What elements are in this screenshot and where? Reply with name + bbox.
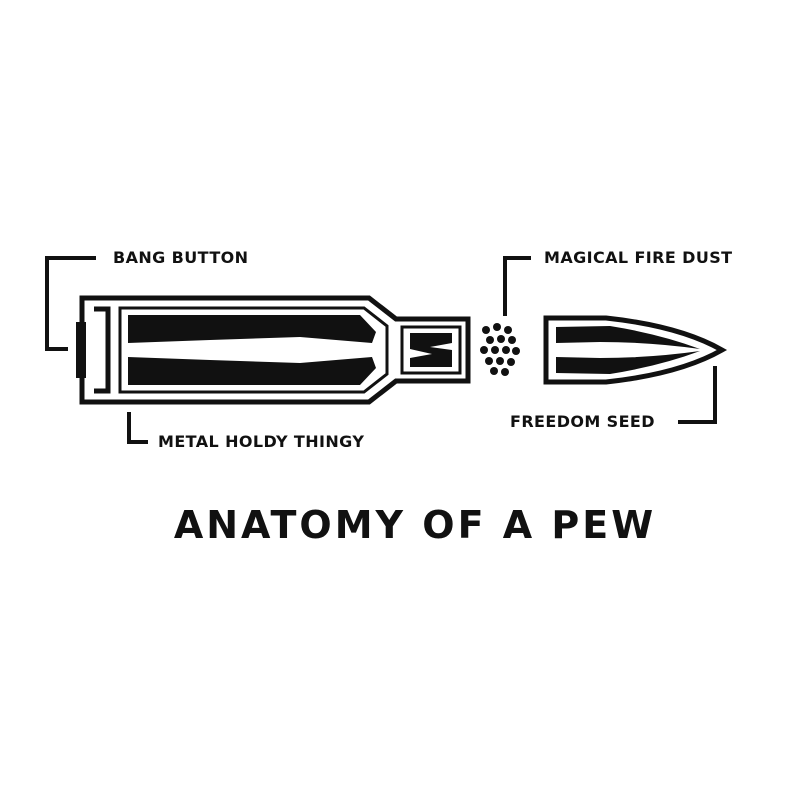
bullet-streak-lower: [556, 351, 700, 374]
case-head-rim: [94, 306, 111, 394]
bullet-streak-upper: [556, 326, 700, 349]
primer-label: BANG BUTTON: [113, 248, 249, 267]
bullet-label: FREEDOM SEED: [510, 412, 655, 431]
page-title: ANATOMY OF A PEW: [173, 503, 657, 547]
powder-charge-upper: [128, 315, 376, 343]
leader-line-bullet: [678, 366, 717, 424]
primer-cap: [76, 322, 86, 378]
leader-line-primer: [45, 256, 96, 351]
bullet-base-in-neck: [410, 333, 452, 367]
case-inner-wall: [118, 306, 389, 394]
leader-line-powder: [503, 256, 531, 316]
powder-label: MAGICAL FIRE DUST: [544, 248, 733, 267]
case-neck-inner: [400, 325, 462, 375]
case-label: METAL HOLDY THINGY: [158, 432, 365, 451]
leader-line-case: [127, 412, 148, 444]
powder-charge-lower: [128, 357, 376, 385]
cartridge-case-outline: [79, 295, 471, 405]
powder-particles: [480, 323, 520, 376]
bullet-outline: [543, 315, 728, 385]
